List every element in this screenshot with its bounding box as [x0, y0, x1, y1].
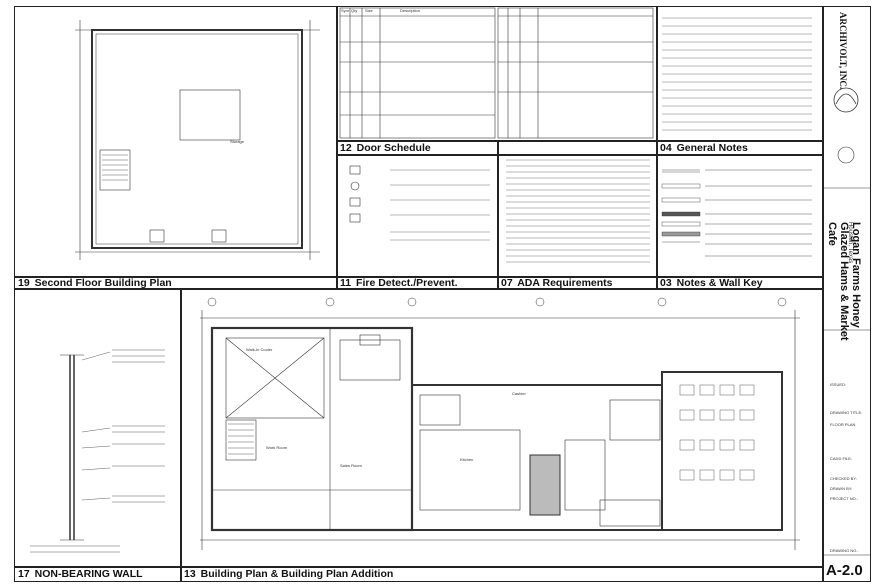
sheet-number: A-2.0 — [826, 562, 863, 579]
schedule-header-size: Size — [365, 8, 373, 13]
divider-bottom-strip-upper — [14, 276, 823, 278]
panel-label: NON-BEARING WALL — [34, 568, 143, 580]
divider-bottom-strip — [14, 566, 823, 568]
room-label-walk-in: Walk-In Cooler — [246, 347, 273, 352]
panel-title-second-floor: 19 Second Floor Building Plan — [18, 277, 172, 289]
panel-label: Second Floor Building Plan — [34, 277, 172, 289]
divider-bottom-col — [180, 288, 182, 582]
drawing-title: FLOOR PLAN — [830, 422, 856, 427]
panel-label: Door Schedule — [356, 142, 431, 154]
divider-col-2 — [497, 140, 499, 288]
divider-schedule — [336, 140, 823, 142]
issued-label: ISSUED: — [830, 382, 847, 387]
divider-col-3 — [656, 6, 658, 288]
room-label-cashier: Cashier — [512, 391, 526, 396]
drawing-border — [14, 6, 823, 582]
panel-number: 19 — [18, 277, 30, 289]
drawing-title-label: DRAWING TITLE: — [830, 410, 863, 415]
panel-title-door-schedule: 12 Door Schedule — [340, 142, 431, 154]
panel-number: 13 — [184, 568, 196, 580]
room-label-kitchen: Kitchen — [460, 457, 474, 462]
room-label-storage: Storage — [230, 139, 245, 144]
schedule-header-description: Description — [400, 8, 421, 13]
panel-number: 04 — [660, 142, 672, 154]
panel-label: Building Plan & Building Plan Addition — [200, 568, 394, 580]
panel-label: Fire Detect./Prevent. — [356, 277, 458, 289]
panel-number: 12 — [340, 142, 352, 154]
panel-title-nonbearing: 17 NON-BEARING WALL — [18, 568, 143, 580]
company-name: ARCHIVOLT, INC. — [838, 12, 848, 90]
room-label-sales-room: Sales Room — [340, 463, 362, 468]
panel-title-general-notes: 04 General Notes — [660, 142, 748, 154]
panel-number: 17 — [18, 568, 30, 580]
panel-title-ada: 07 ADA Requirements — [501, 277, 613, 289]
divider-top-row — [14, 288, 823, 290]
drawing-no-label: DRAWING NO.: — [830, 548, 859, 553]
panel-number: 11 — [340, 277, 352, 289]
checked-by-label: CHECKED BY: — [830, 476, 857, 481]
panel-label: ADA Requirements — [517, 277, 613, 289]
divider-col-1 — [336, 6, 338, 288]
second-floor-outline — [91, 29, 303, 249]
panel-number: 03 — [660, 277, 672, 289]
panel-label: Notes & Wall Key — [676, 277, 763, 289]
panel-title-fire: 11 Fire Detect./Prevent. — [340, 277, 458, 289]
project-no-label: PROJECT NO.: — [830, 496, 858, 501]
room-label-work-room: Work Room — [266, 445, 288, 450]
project-city: Houston, Texas — [847, 222, 853, 264]
title-block — [823, 6, 871, 582]
divider-schedule-lower — [336, 154, 823, 156]
walk-in-cooler-box — [225, 337, 325, 419]
drawn-by-label: DRAWN BY: — [830, 486, 853, 491]
cadd-file-label: CADD FILE: — [830, 456, 853, 461]
panel-label: General Notes — [676, 142, 748, 154]
panel-title-wall-key: 03 Notes & Wall Key — [660, 277, 763, 289]
panel-title-building-plan: 13 Building Plan & Building Plan Additio… — [184, 568, 393, 580]
panel-number: 07 — [501, 277, 513, 289]
schedule-header-sym: Sym — [341, 8, 349, 13]
project-title: Logan Farms Honey Glazed Hams & Market C… — [826, 222, 862, 341]
schedule-header-qty: Qty — [351, 8, 358, 13]
